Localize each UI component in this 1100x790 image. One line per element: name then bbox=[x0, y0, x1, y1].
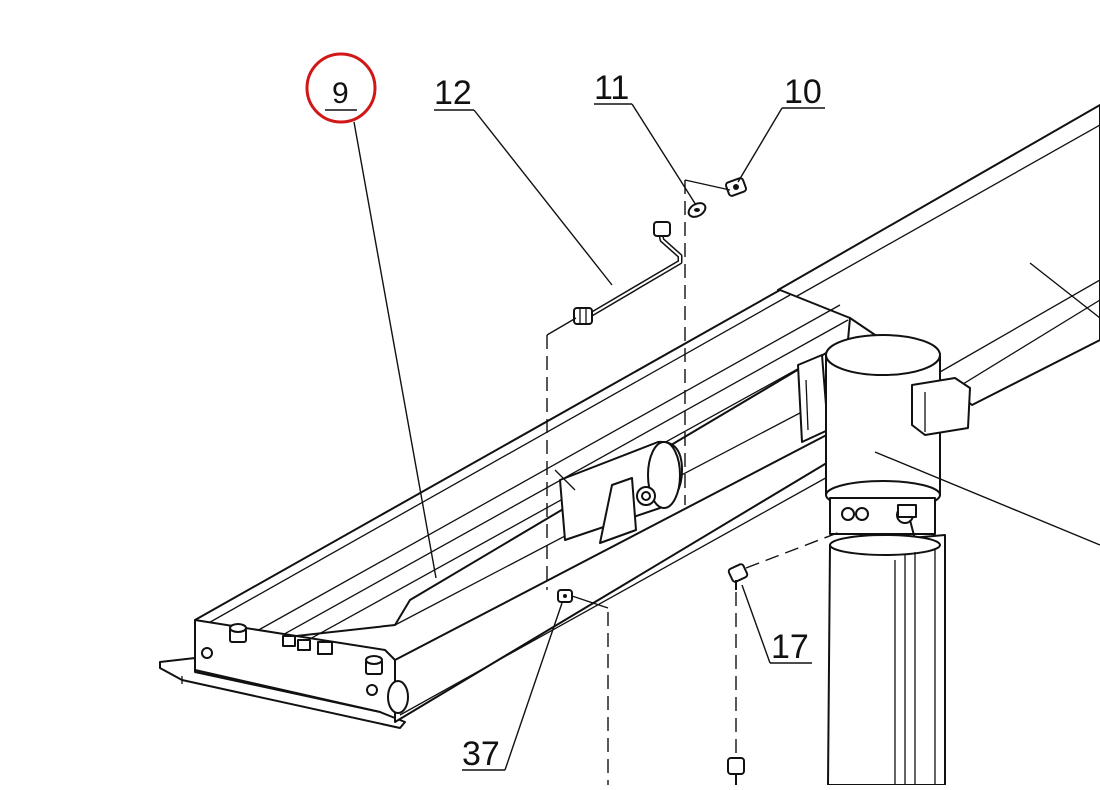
cylinder-end-cap bbox=[647, 441, 681, 509]
cylinder-bracket bbox=[599, 477, 637, 544]
callout-leaders bbox=[325, 103, 825, 771]
valve-bolt-1 bbox=[841, 507, 855, 521]
callout-10[interactable]: 10 bbox=[784, 73, 822, 111]
hose-link-line bbox=[546, 317, 577, 336]
runway-lip-line-2 bbox=[949, 299, 1100, 393]
fitting-17 bbox=[727, 563, 749, 590]
valve-fitting-hex bbox=[897, 504, 917, 518]
beam-bottom-edge bbox=[399, 469, 841, 716]
beam-base-flange bbox=[159, 657, 406, 729]
fitting-lower bbox=[727, 757, 745, 785]
callout-12[interactable]: 12 bbox=[434, 74, 472, 112]
leader-9 bbox=[353, 121, 437, 579]
callout-9-highlight-ring bbox=[305, 52, 377, 124]
runway-inner-edge bbox=[789, 124, 1100, 301]
leader-37 bbox=[504, 602, 563, 771]
motor-top bbox=[825, 334, 941, 376]
oil-tank bbox=[827, 534, 946, 786]
power-unit-leader-line bbox=[874, 451, 1100, 546]
power-unit bbox=[797, 334, 1100, 786]
hose-assembly bbox=[573, 177, 748, 325]
center-line-valve bbox=[745, 531, 841, 569]
end-plate-hole-1 bbox=[201, 647, 213, 659]
end-roller bbox=[387, 680, 409, 714]
fitting-link-line bbox=[684, 179, 731, 191]
valve-bolt-2 bbox=[855, 507, 869, 521]
cap-screw-right bbox=[365, 655, 383, 675]
cylinder-rod-line bbox=[554, 469, 576, 491]
beam-top-face bbox=[194, 289, 851, 641]
runway-lip-line bbox=[939, 279, 1100, 373]
mount-plate-slot bbox=[805, 379, 809, 431]
beam-edge-line-1 bbox=[204, 294, 791, 626]
channel-clip bbox=[282, 635, 333, 655]
motor-mount-plate bbox=[797, 354, 829, 443]
callout-17[interactable]: 17 bbox=[771, 628, 809, 666]
end-plate-hole-2 bbox=[366, 684, 378, 696]
leader-12 bbox=[473, 109, 613, 286]
beam-edge-line-3 bbox=[269, 319, 849, 643]
hose-nut-upper bbox=[653, 221, 671, 237]
leader-11 bbox=[631, 103, 697, 206]
oil-tank-top bbox=[829, 534, 941, 556]
runway-leader-line bbox=[1029, 262, 1100, 319]
callout-11[interactable]: 11 bbox=[594, 69, 629, 107]
cylinder-pin-hole bbox=[641, 491, 651, 501]
fitting-37-link bbox=[571, 595, 609, 609]
fitting-37 bbox=[557, 589, 573, 603]
leader-10 bbox=[737, 107, 783, 183]
fitting-10 bbox=[724, 177, 748, 197]
hydraulic-hose-core bbox=[584, 229, 681, 319]
cap-screw-left bbox=[229, 623, 247, 643]
main-beam bbox=[159, 289, 851, 729]
callout-labels: 9 12 11 10 17 37 bbox=[332, 69, 822, 773]
lift-cylinder bbox=[554, 440, 683, 544]
motor-junction-box bbox=[911, 377, 971, 436]
fitting-11 bbox=[687, 202, 707, 218]
callout-9[interactable]: 9 bbox=[332, 77, 349, 110]
hose-nut-lower bbox=[573, 307, 593, 325]
callout-37[interactable]: 37 bbox=[462, 735, 500, 773]
assembly-lines bbox=[546, 179, 841, 785]
leader-17 bbox=[741, 584, 771, 664]
